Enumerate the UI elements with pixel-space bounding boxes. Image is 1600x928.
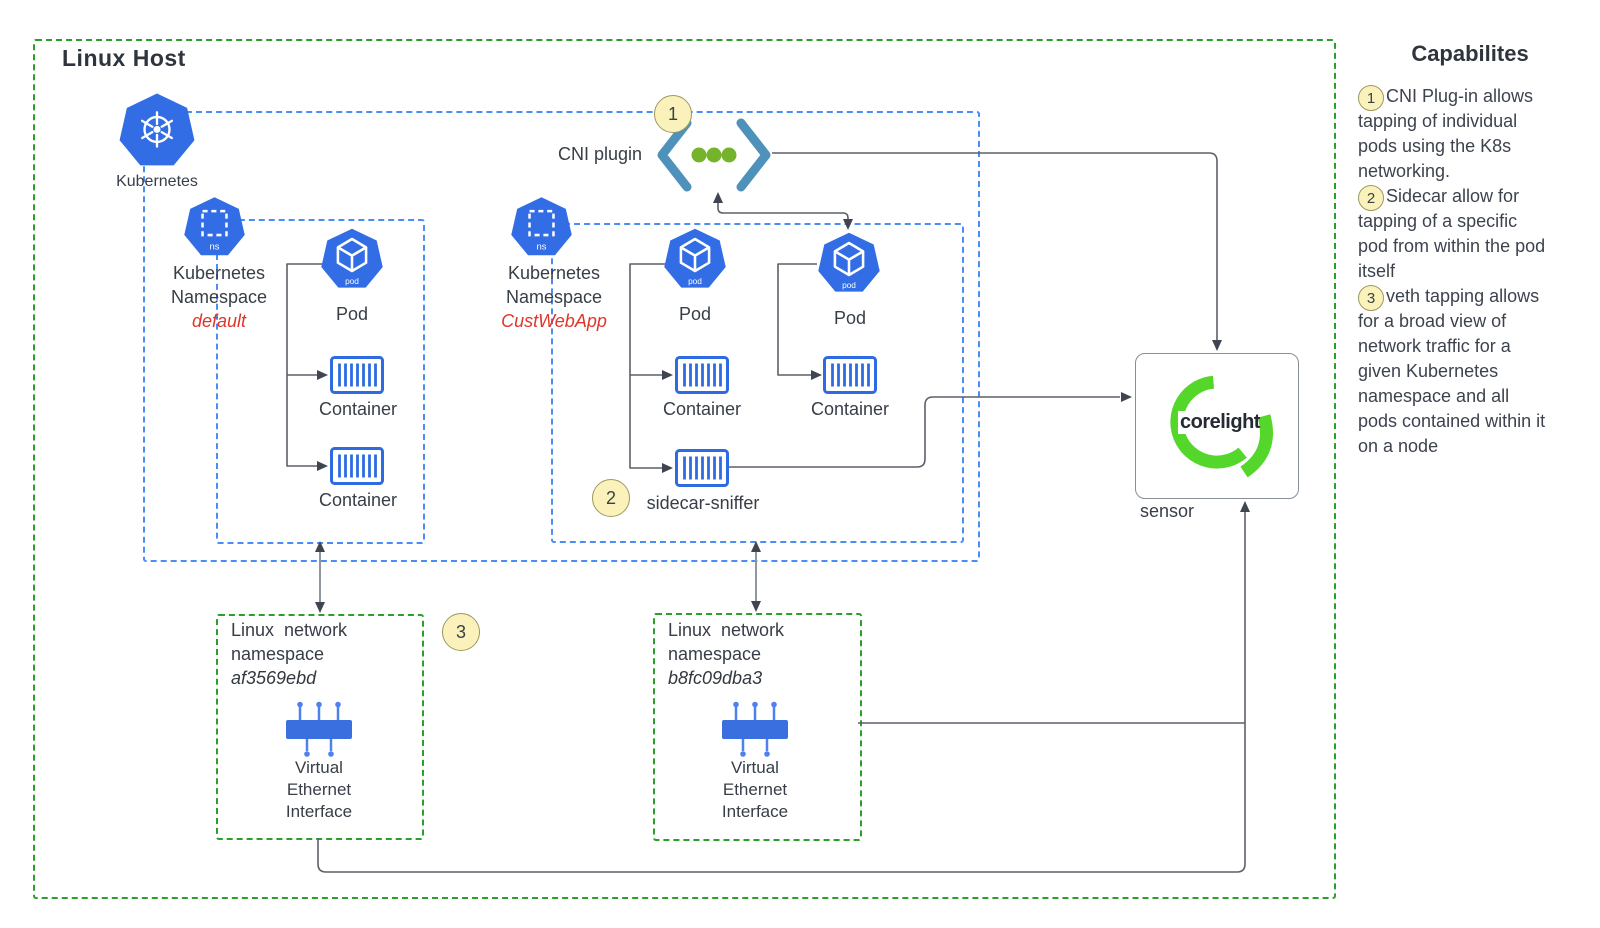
pod2-label: Pod bbox=[678, 304, 712, 324]
kubernetes-icon bbox=[118, 92, 196, 170]
badge-3: 3 bbox=[442, 613, 480, 651]
netns2-label: Linux network namespace b8fc09dba3 bbox=[668, 618, 843, 690]
netns-b8fc09dba3-box bbox=[653, 613, 862, 841]
container3-icon bbox=[675, 356, 729, 394]
linux-host-box bbox=[33, 39, 1336, 899]
netns2-id: b8fc09dba3 bbox=[668, 668, 763, 688]
namespace-default-label: Kubernetes Namespace default bbox=[144, 261, 294, 333]
capability-item-2: 2 Sidecar allow for tapping of a specifi… bbox=[1358, 184, 1546, 284]
pod1-label: Pod bbox=[335, 304, 369, 324]
sidecar-sniffer-label: sidecar-sniffer bbox=[646, 493, 760, 513]
namespace-custwebapp-label: Kubernetes Namespace CustWebApp bbox=[479, 261, 629, 333]
ns-icon-custwebapp bbox=[510, 196, 573, 259]
capabilities-list: 1 CNI Plug-in allows tapping of individu… bbox=[1358, 84, 1568, 459]
namespace-word-1: Kubernetes bbox=[172, 263, 266, 283]
capability-item-1: 1 CNI Plug-in allows tapping of individu… bbox=[1358, 84, 1546, 184]
container3-label: Container bbox=[662, 399, 742, 419]
k8s-network-box bbox=[143, 111, 980, 562]
corelight-logo-text: corelight bbox=[1180, 411, 1261, 433]
netns1-id: af3569ebd bbox=[231, 668, 317, 688]
namespace-name-default: default bbox=[191, 311, 247, 331]
capability-text-1: CNI Plug-in allows tapping of individual… bbox=[1358, 86, 1534, 181]
ns-icon-default bbox=[183, 196, 246, 259]
sensor-label: sensor bbox=[1140, 501, 1195, 521]
cni-plugin-label: CNI plugin bbox=[557, 144, 642, 164]
capability-badge-1: 1 bbox=[1358, 85, 1384, 111]
corelight-logo: corelight bbox=[1170, 375, 1273, 478]
netns1-label: Linux network namespace af3569ebd bbox=[231, 618, 406, 690]
veth2-icon bbox=[722, 699, 788, 761]
netns2-line1: Linux network bbox=[668, 620, 785, 640]
capability-item-3: 3 veth tapping allows for a broad view o… bbox=[1358, 284, 1546, 459]
veth1-icon bbox=[286, 699, 352, 761]
netns2-line2: namespace bbox=[668, 644, 762, 664]
veth-word-2: Ethernet bbox=[722, 780, 788, 799]
namespace-word-2: Namespace bbox=[170, 287, 268, 307]
container1-icon bbox=[330, 356, 384, 394]
namespace-word-1: Kubernetes bbox=[507, 263, 601, 283]
capability-text-3: veth tapping allows for a broad view of … bbox=[1358, 286, 1546, 456]
sensor-box: corelight bbox=[1135, 353, 1299, 499]
veth-word-3: Interface bbox=[721, 802, 789, 821]
container1-label: Container bbox=[318, 399, 398, 419]
container2-label: Container bbox=[318, 490, 398, 510]
veth2-label: Virtual Ethernet Interface bbox=[703, 757, 807, 823]
container2-icon bbox=[330, 447, 384, 485]
badge-2: 2 bbox=[592, 479, 630, 517]
kubernetes-label: Kubernetes bbox=[116, 173, 198, 190]
namespace-custwebapp-box bbox=[551, 223, 964, 543]
capability-text-2: Sidecar allow for tapping of a specific … bbox=[1358, 186, 1546, 281]
badge-1: 1 bbox=[654, 95, 692, 133]
container4-icon bbox=[823, 356, 877, 394]
capabilities-title: Capabilites bbox=[1411, 41, 1529, 66]
veth-word-1: Virtual bbox=[731, 758, 779, 777]
pod3-icon bbox=[817, 230, 881, 297]
namespace-word-2: Namespace bbox=[505, 287, 603, 307]
sidecar-container-icon bbox=[675, 449, 729, 487]
pod1-icon bbox=[320, 226, 384, 293]
veth1-label: Virtual Ethernet Interface bbox=[267, 757, 371, 823]
namespace-name-custwebapp: CustWebApp bbox=[501, 311, 607, 331]
capability-badge-3: 3 bbox=[1358, 285, 1384, 311]
page-title: Linux Host bbox=[62, 45, 186, 71]
pod2-icon bbox=[663, 226, 727, 293]
netns1-line1: Linux network bbox=[231, 620, 348, 640]
container4-label: Container bbox=[810, 399, 890, 419]
veth-word-3: Interface bbox=[285, 802, 353, 821]
veth-word-2: Ethernet bbox=[286, 780, 352, 799]
veth-word-1: Virtual bbox=[295, 758, 343, 777]
pod3-label: Pod bbox=[833, 308, 867, 328]
netns-af3569ebd-box bbox=[216, 614, 424, 840]
capability-badge-2: 2 bbox=[1358, 185, 1384, 211]
netns1-line2: namespace bbox=[231, 644, 325, 664]
